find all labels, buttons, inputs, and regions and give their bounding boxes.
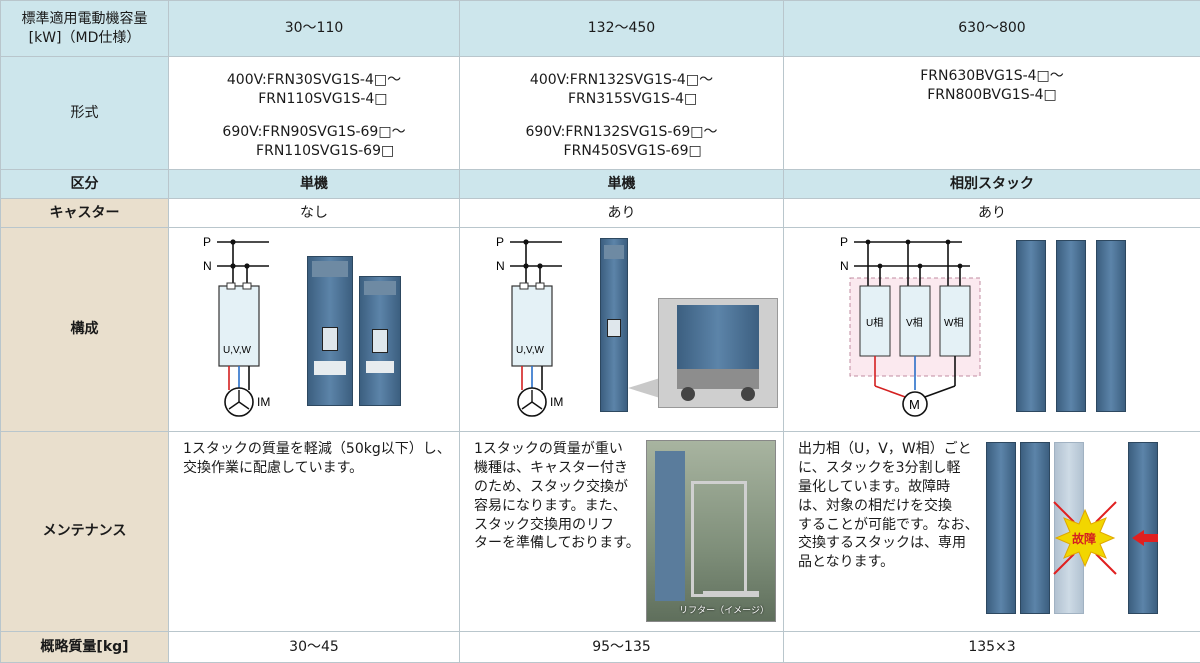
- fault-burst-icon: 故障: [1036, 492, 1166, 582]
- model-text: 400V:FRN30SVG1S-4□〜: [169, 71, 459, 90]
- fault-label: 故障: [1072, 531, 1096, 546]
- bus-n-label: N: [840, 259, 849, 273]
- phase-stack-photo: [1096, 240, 1126, 412]
- phase-stack-circuit-diagram: P N U相 V相: [784, 228, 1200, 430]
- inverter-unit-photo: [307, 256, 353, 406]
- config-col3: P N U相 V相: [784, 228, 1200, 432]
- model-col1: 400V:FRN30SVG1S-4□〜 FRN110SVG1S-4□ 690V:…: [169, 57, 460, 170]
- bus-p-label: P: [203, 235, 211, 249]
- model-text: [169, 109, 459, 123]
- lifter-caption: リフター（イメージ）: [679, 605, 769, 617]
- model-col2: 400V:FRN132SVG1S-4□〜 FRN315SVG1S-4□ 690V…: [460, 57, 784, 170]
- caster-label: キャスター: [1, 199, 169, 228]
- model-text: FRN315SVG1S-4□: [460, 90, 783, 109]
- caster-col3: あり: [784, 199, 1200, 228]
- division-col1: 単機: [169, 170, 460, 199]
- maintenance-text: 出力相（U，V，W相）ごと に、スタックを3分割し軽 量化しています。故障時 は…: [798, 440, 982, 572]
- maintenance-col2: 1スタックの質量が重い 機種は、キャスター付き のため、スタック交換が 容易にな…: [460, 432, 784, 632]
- phase-stack-photo: [1056, 240, 1086, 412]
- phase-stack-photo: [986, 442, 1016, 614]
- inverter-stack-photo: [600, 238, 628, 412]
- phase-w-label: W相: [944, 316, 963, 329]
- inverter-unit-photo: [359, 276, 401, 406]
- model-text: FRN800BVG1S-4□: [784, 86, 1200, 105]
- lifter-photo: リフター（イメージ）: [646, 440, 776, 622]
- model-col3: FRN630BVG1S-4□〜 FRN800BVG1S-4□: [784, 57, 1200, 170]
- bus-n-label: N: [203, 259, 212, 273]
- model-text: FRN110SVG1S-69□: [169, 142, 459, 161]
- im-label: IM: [257, 395, 270, 409]
- uvw-label: U,V,W: [223, 345, 252, 356]
- model-text: [460, 109, 783, 123]
- division-row: 区分 単機 単機 相別スタック: [1, 170, 1200, 199]
- phase-stack-photo: [1016, 240, 1046, 412]
- caster-col2: あり: [460, 199, 784, 228]
- config-col2: P N U,V,W IM: [460, 228, 784, 432]
- capacity-row: 標準適用電動機容量 [kW]（MD仕様） 30〜110 132〜450 630〜…: [1, 1, 1200, 57]
- im-label: IM: [550, 395, 563, 409]
- division-label: 区分: [1, 170, 169, 199]
- caster-closeup-photo: [658, 298, 778, 408]
- mass-col1: 30〜45: [169, 632, 460, 663]
- caster-col1: なし: [169, 199, 460, 228]
- capacity-col1: 30〜110: [169, 1, 460, 57]
- division-col2: 単機: [460, 170, 784, 199]
- capacity-col3: 630〜800: [784, 1, 1200, 57]
- motor-label: M: [909, 397, 920, 412]
- config-col1: P N U,V,W IM: [169, 228, 460, 432]
- model-text: FRN450SVG1S-69□: [460, 142, 783, 161]
- arrow-left-icon: [1132, 530, 1158, 546]
- caster-row: キャスター なし あり あり: [1, 199, 1200, 228]
- maintenance-row: メンテナンス 1スタックの質量を軽減（50kg以下）し、 交換作業に配慮していま…: [1, 432, 1200, 632]
- mass-col2: 95〜135: [460, 632, 784, 663]
- uvw-label: U,V,W: [516, 345, 545, 356]
- phase-u-stack: U相: [860, 240, 890, 356]
- config-row: 構成 P N U,V,W: [1, 228, 1200, 432]
- model-label: 形式: [1, 57, 169, 170]
- division-col3: 相別スタック: [784, 170, 1200, 199]
- model-row: 形式 400V:FRN30SVG1S-4□〜 FRN110SVG1S-4□ 69…: [1, 57, 1200, 170]
- phase-v-stack: V相: [900, 240, 930, 356]
- mass-label: 概略質量[kg]: [1, 632, 169, 663]
- phase-v-label: V相: [906, 316, 923, 329]
- model-text: FRN630BVG1S-4□〜: [784, 67, 1200, 86]
- phase-w-stack: W相: [940, 240, 970, 356]
- capacity-col2: 132〜450: [460, 1, 784, 57]
- model-text: 400V:FRN132SVG1S-4□〜: [460, 71, 783, 90]
- bus-p-label: P: [496, 235, 504, 249]
- maintenance-label: メンテナンス: [1, 432, 169, 632]
- phase-u-label: U相: [866, 316, 883, 329]
- model-text: FRN110SVG1S-4□: [169, 90, 459, 109]
- maintenance-text: 1スタックの質量が重い 機種は、キャスター付き のため、スタック交換が 容易にな…: [474, 440, 644, 553]
- maintenance-text: 1スタックの質量を軽減（50kg以下）し、 交換作業に配慮しています。: [183, 440, 453, 478]
- bus-p-label: P: [840, 235, 848, 249]
- model-text: 690V:FRN90SVG1S-69□〜: [169, 123, 459, 142]
- maintenance-col3: 出力相（U，V，W相）ごと に、スタックを3分割し軽 量化しています。故障時 は…: [784, 432, 1200, 632]
- capacity-label: 標準適用電動機容量 [kW]（MD仕様）: [1, 1, 169, 57]
- mass-col3: 135×3: [784, 632, 1200, 663]
- maintenance-col1: 1スタックの質量を軽減（50kg以下）し、 交換作業に配慮しています。: [169, 432, 460, 632]
- model-text: 690V:FRN132SVG1S-69□〜: [460, 123, 783, 142]
- config-label: 構成: [1, 228, 169, 432]
- mass-row: 概略質量[kg] 30〜45 95〜135 135×3: [1, 632, 1200, 663]
- bus-n-label: N: [496, 259, 505, 273]
